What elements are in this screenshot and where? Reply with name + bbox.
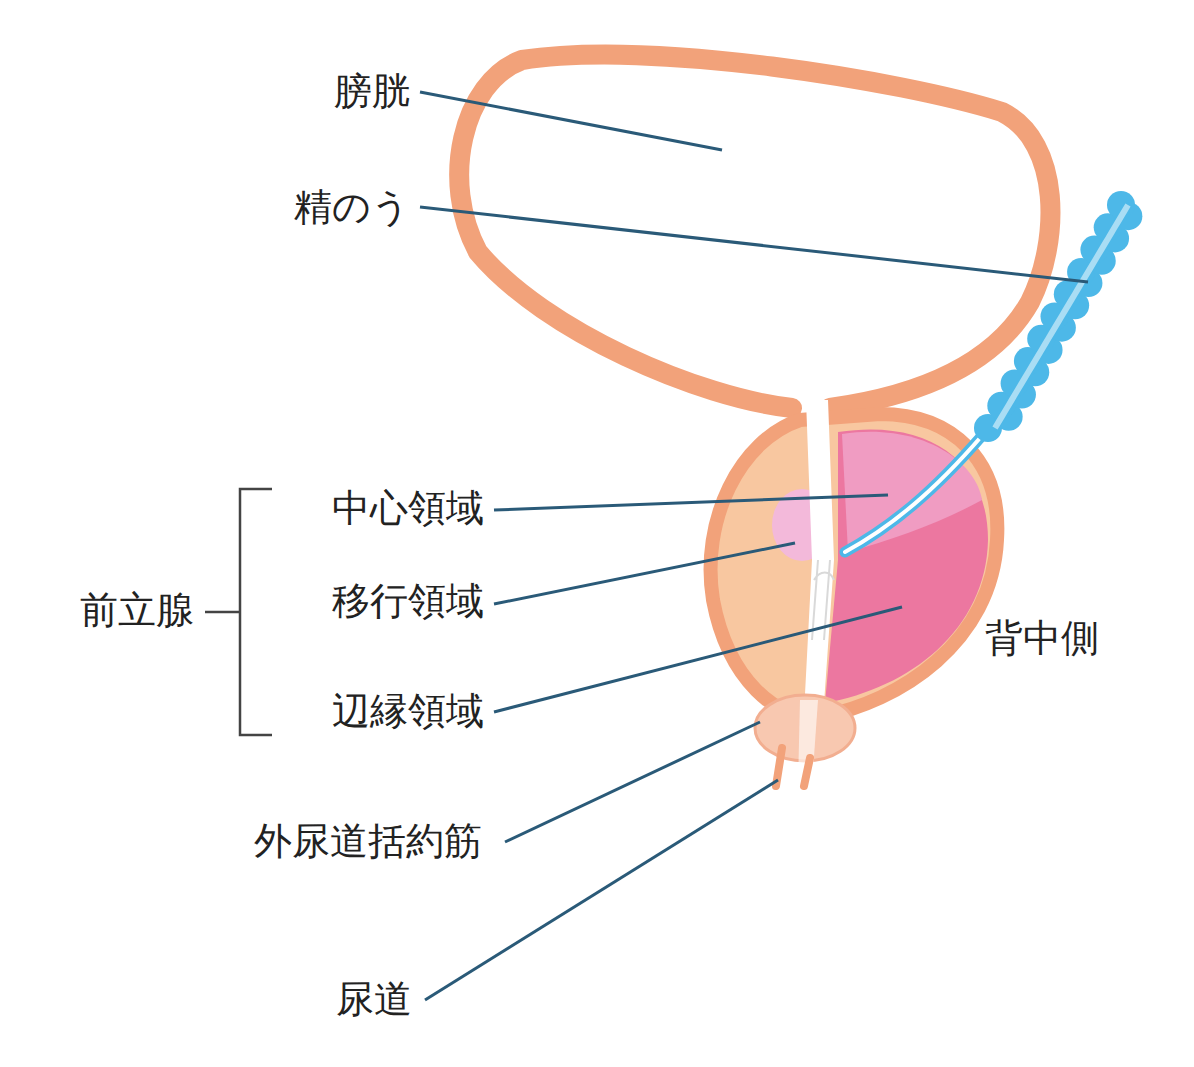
seminal-vesicle <box>845 191 1142 552</box>
vesicle-lumen <box>995 205 1128 428</box>
central-zone <box>842 432 982 552</box>
leader-lines <box>420 92 1088 1000</box>
bracket <box>205 489 272 735</box>
zone-label: 中心領域 <box>332 487 484 531</box>
zone-label: 移行領域 <box>332 580 484 624</box>
organ-label: 膀胱 <box>334 70 410 114</box>
group-label: 前立腺 <box>80 589 194 633</box>
organ-label: 外尿道括約筋 <box>254 820 482 864</box>
orientation-label: 背中側 <box>985 617 1099 661</box>
organ-label: 精のう <box>294 186 410 230</box>
prostate-outline <box>711 414 998 717</box>
organ-label: 尿道 <box>336 978 412 1022</box>
zone-label: 辺縁領域 <box>332 690 484 734</box>
peripheral-zone <box>825 429 988 703</box>
bladder-outline <box>459 55 1050 408</box>
urethra-wall <box>776 748 810 786</box>
